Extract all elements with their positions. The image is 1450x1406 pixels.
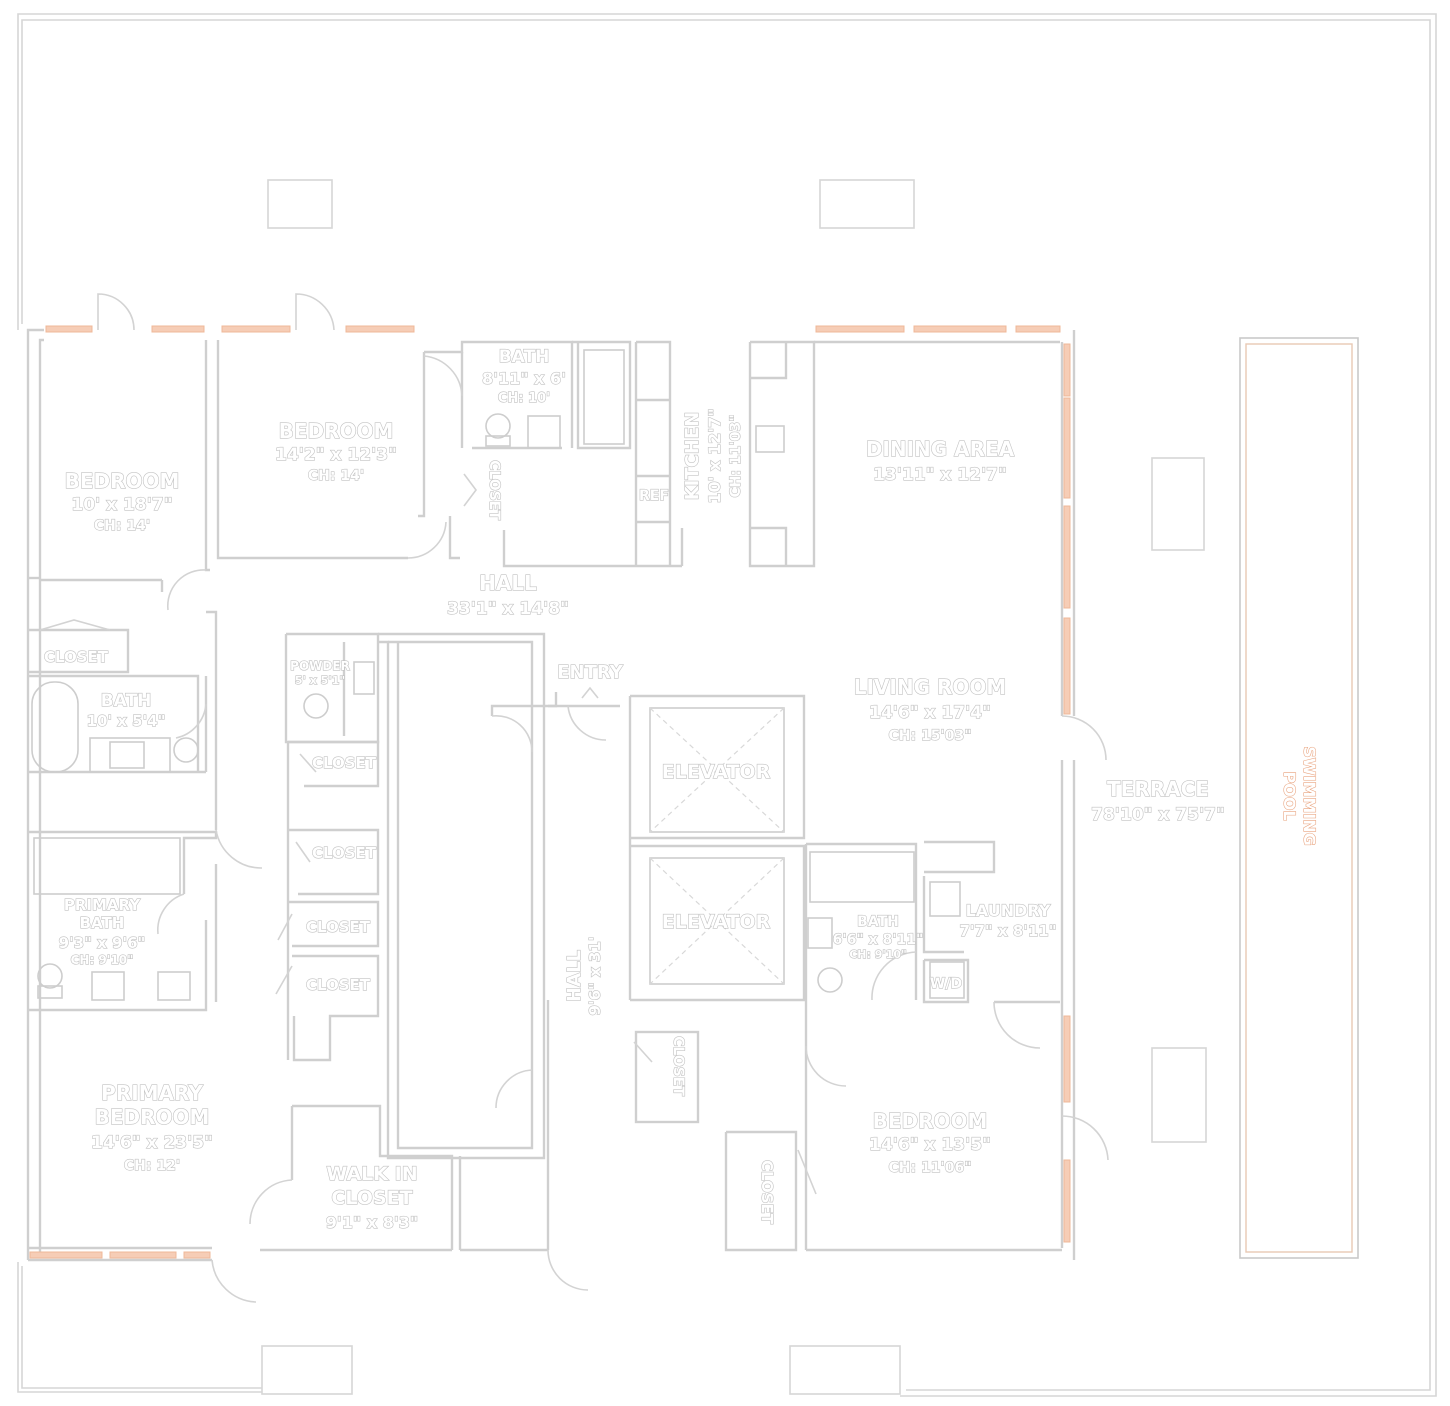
elevator-1-label: ELEVATOR — [662, 761, 771, 783]
closet-bed4-label: CLOSET — [758, 1160, 776, 1225]
bedroom-4-label: BEDROOM 14'6" x 13'5" CH: 11'06" — [868, 1108, 991, 1176]
fixtures — [37, 349, 965, 1001]
svg-text:HALL: HALL — [564, 950, 585, 1002]
svg-text:7'7" x 8'11": 7'7" x 8'11" — [959, 922, 1056, 940]
windows — [29, 325, 1071, 1259]
closet-c-label: CLOSET — [306, 918, 371, 936]
kitchen-label: KITCHEN 10' x 12'7" CH: 11'03" — [681, 408, 744, 504]
svg-text:PRIMARY: PRIMARY — [64, 896, 141, 914]
svg-text:BEDROOM: BEDROOM — [279, 419, 394, 443]
svg-text:BEDROOM: BEDROOM — [65, 469, 180, 493]
svg-text:BEDROOM: BEDROOM — [95, 1105, 210, 1129]
svg-text:CH: 10': CH: 10' — [498, 391, 550, 406]
svg-text:CH: 15'03": CH: 15'03" — [888, 728, 971, 744]
svg-text:BATH: BATH — [80, 914, 125, 932]
svg-text:CH: 12': CH: 12' — [124, 1158, 180, 1174]
bath-top-label: BATH 8'11" x 6' CH: 10' — [481, 346, 566, 406]
bath-left-label: BATH 10' x 5'4" — [86, 690, 166, 730]
living-room-label: LIVING ROOM 14'6" x 17'4" CH: 15'03" — [853, 674, 1007, 744]
svg-text:CLOSET: CLOSET — [331, 1187, 412, 1209]
closet-a-label: CLOSET — [312, 754, 377, 772]
room-labels: BEDROOM 10' x 18'7" CH: 14' BEDROOM 14'2… — [43, 346, 1319, 1232]
closet-hall-label: CLOSET — [670, 1036, 686, 1096]
closet-left-label: CLOSET — [44, 648, 109, 666]
svg-text:BATH: BATH — [499, 347, 550, 367]
primary-bedroom-label: PRIMARY BEDROOM 14'6" x 23'5" CH: 12' — [90, 1080, 213, 1174]
bedroom-2-label: BEDROOM 10' x 18'7" CH: 14' — [64, 468, 180, 534]
svg-text:BEDROOM: BEDROOM — [873, 1109, 988, 1133]
ref-label: REF — [639, 488, 669, 504]
svg-text:CH: 9'10": CH: 9'10" — [71, 953, 134, 967]
svg-text:10' x 12'7": 10' x 12'7" — [705, 408, 724, 503]
svg-text:14'6" x 13'5": 14'6" x 13'5" — [869, 1135, 991, 1155]
closet-b-label: CLOSET — [312, 844, 377, 862]
svg-text:9'1" x 8'3": 9'1" x 8'3" — [326, 1213, 418, 1232]
svg-text:WALK IN: WALK IN — [326, 1163, 417, 1185]
bath-right-label: BATH 6'6" x 8'11" CH: 9'10" — [832, 913, 924, 961]
svg-text:TERRACE: TERRACE — [1107, 777, 1209, 801]
elevator-2-label: ELEVATOR — [662, 911, 771, 933]
svg-text:33'1" x 14'8": 33'1" x 14'8" — [447, 599, 569, 619]
svg-text:9'3" x 9'6": 9'3" x 9'6" — [59, 934, 146, 952]
hall-main-label: HALL 33'1" x 14'8" — [446, 570, 569, 619]
svg-text:78'10" x 75'7": 78'10" x 75'7" — [1091, 805, 1225, 825]
swimming-pool — [1239, 337, 1359, 1259]
svg-text:HALL: HALL — [479, 571, 537, 595]
primary-bath-label: PRIMARY BATH 9'3" x 9'6" CH: 9'10" — [58, 895, 146, 967]
entry-label: ENTRY — [557, 662, 624, 683]
svg-text:BATH: BATH — [101, 691, 152, 711]
walk-in-closet-label: WALK IN CLOSET 9'1" x 8'3" — [325, 1162, 419, 1232]
svg-text:14'6" x 23'5": 14'6" x 23'5" — [91, 1133, 213, 1153]
svg-text:CH: 11'03": CH: 11'03" — [728, 414, 744, 497]
svg-text:DINING AREA: DINING AREA — [866, 437, 1015, 461]
svg-text:8'11" x 6': 8'11" x 6' — [482, 369, 566, 388]
doors — [39, 293, 1109, 1303]
svg-text:SWIMMING: SWIMMING — [1300, 746, 1319, 845]
closet-d-label: CLOSET — [306, 976, 371, 994]
powder-label: POWDER 5' x 5'1" — [290, 658, 351, 687]
svg-text:14'6" x 17'4": 14'6" x 17'4" — [869, 703, 991, 723]
hall-vertical-label: HALL 9'6" x 31' — [563, 936, 604, 1016]
svg-text:CH: 9'10": CH: 9'10" — [849, 948, 907, 961]
svg-text:KITCHEN: KITCHEN — [682, 412, 703, 501]
svg-text:LAUNDRY: LAUNDRY — [966, 901, 1051, 920]
svg-text:POOL: POOL — [1280, 771, 1299, 820]
laundry-label: LAUNDRY 7'7" x 8'11" — [959, 900, 1057, 940]
svg-text:CH: 14': CH: 14' — [308, 468, 364, 484]
bedroom-3-label: BEDROOM 14'2" x 12'3" CH: 14' — [274, 418, 397, 484]
terrace-boundary — [17, 13, 1437, 1397]
terrace-label: TERRACE 78'10" x 75'7" — [1091, 776, 1226, 825]
svg-text:5' x 5'1": 5' x 5'1" — [295, 674, 345, 687]
svg-text:6'6" x 8'11": 6'6" x 8'11" — [833, 932, 924, 948]
svg-text:CH: 14': CH: 14' — [94, 518, 150, 534]
svg-text:CH: 11'06": CH: 11'06" — [888, 1160, 971, 1176]
svg-text:POWDER: POWDER — [290, 659, 350, 673]
closet-top-label: CLOSET — [486, 460, 502, 520]
svg-text:PRIMARY: PRIMARY — [101, 1081, 203, 1105]
wd-label: W/D — [930, 976, 962, 992]
svg-text:BATH: BATH — [857, 914, 899, 930]
svg-text:10' x 5'4": 10' x 5'4" — [87, 712, 166, 730]
exterior-walls — [26, 328, 1076, 1262]
svg-text:LIVING ROOM: LIVING ROOM — [854, 675, 1007, 699]
svg-text:10' x 18'7": 10' x 18'7" — [71, 495, 172, 515]
swimming-pool-label: SWIMMING POOL — [1279, 746, 1319, 847]
dining-area-label: DINING AREA 13'11" x 12'7" — [865, 436, 1015, 485]
svg-text:14'2" x 12'3": 14'2" x 12'3" — [275, 445, 397, 465]
svg-text:9'6" x 31': 9'6" x 31' — [586, 937, 604, 1016]
svg-text:13'11" x 12'7": 13'11" x 12'7" — [873, 465, 1007, 485]
